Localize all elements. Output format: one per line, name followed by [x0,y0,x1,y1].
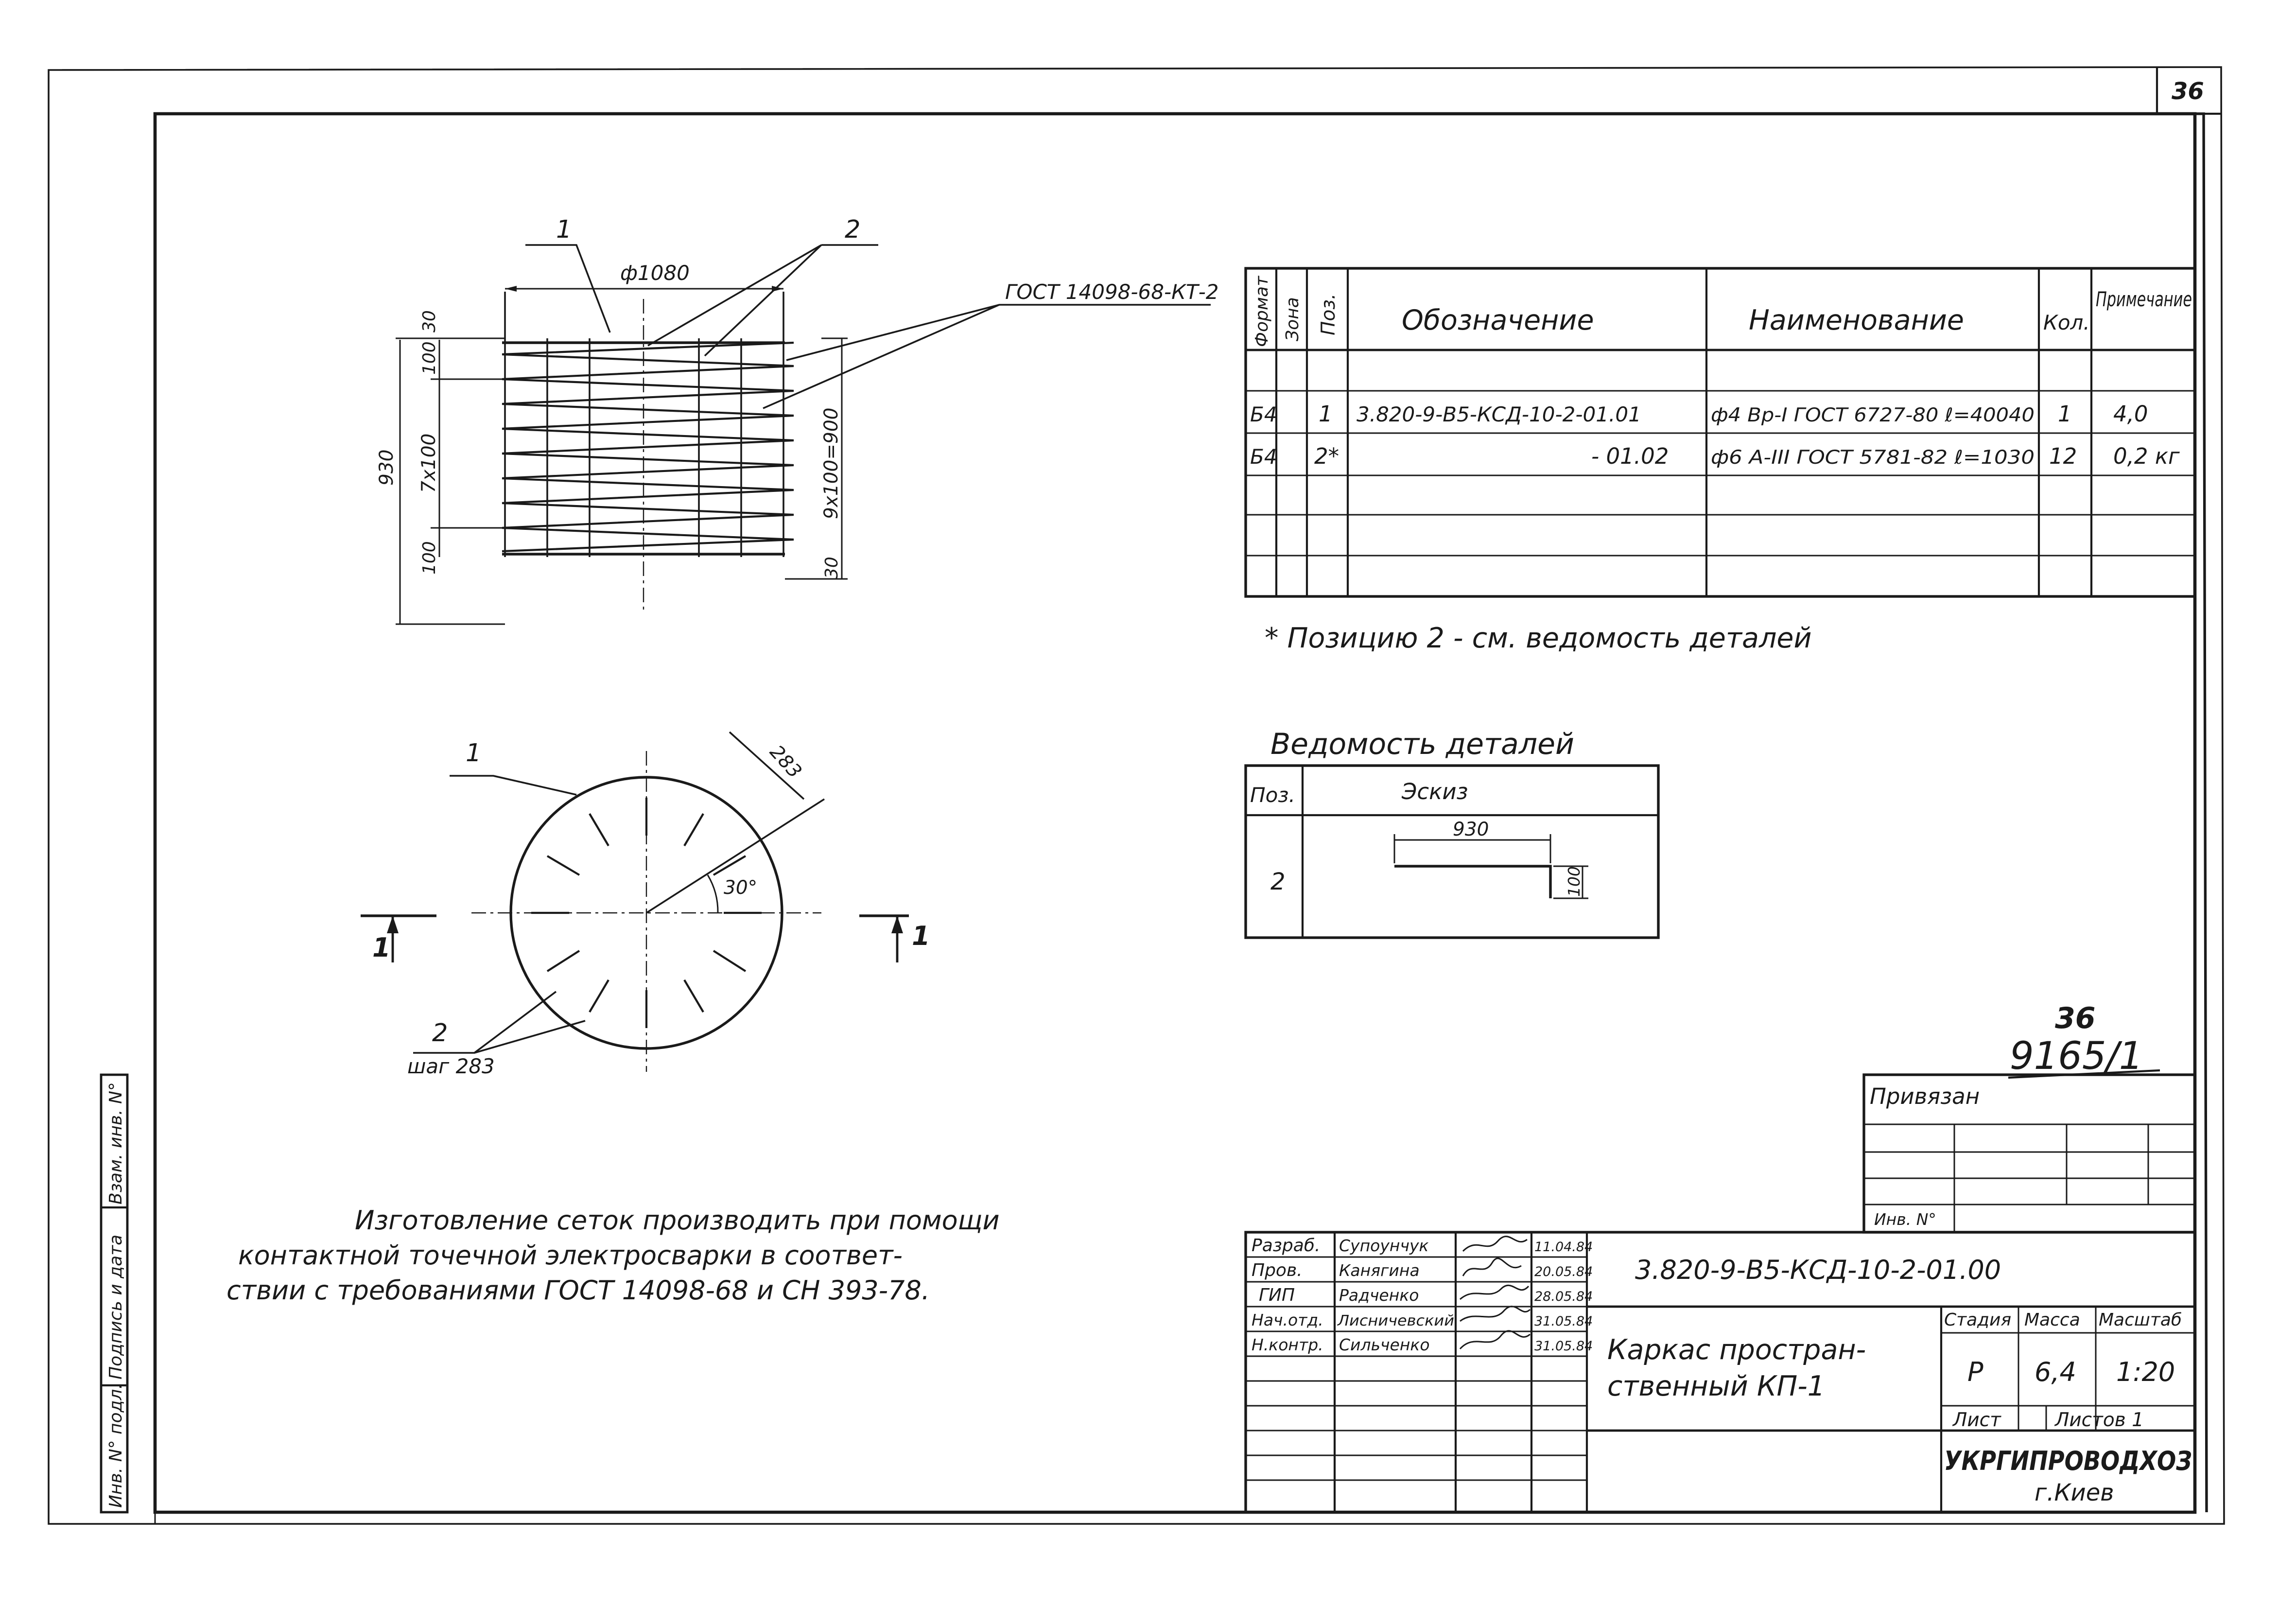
staff-date: 31.05.84 [1534,1339,1593,1354]
staff-role: Пров. [1252,1260,1303,1280]
signature-image [1460,1306,1531,1322]
staff-role: ГИП [1259,1285,1295,1305]
spec-row2-name: ф6 А-III ГОСТ 5781-82 ℓ=1030 [1711,447,2035,469]
spec-row2-pos: 2* [1314,443,1339,469]
elevation-drawing [396,244,1211,625]
notes: Изготовление сеток производить при помощ… [226,1205,1000,1306]
side-strip-podpis: Подпись и дата [106,1235,126,1380]
title-block-scale-label: Масштаб [2099,1310,2182,1330]
staff-role: Разраб. [1252,1236,1320,1256]
plan-dim-283: 283 [765,741,806,783]
spec-row1-designation: 3.820-9-В5-КСД-10-2-01.01 [1357,402,1641,426]
stamp-number-top: 36 [2055,1001,2096,1035]
spec-header-note: Примечание [2096,287,2192,311]
staff-date: 28.05.84 [1534,1289,1593,1304]
dim-30-bottom: 30 [822,557,842,579]
side-strip-inv-podl: Инв. N° подл. [106,1383,126,1508]
title-block-name-line2: ственный КП-1 [1607,1370,1825,1402]
spec-row1-name: ф4 Вр-I ГОСТ 6727-80 ℓ=40040 [1711,404,2035,426]
staff-role: Н.контр. [1252,1335,1323,1354]
title-block-mass-label: Масса [2024,1310,2080,1330]
staff-name: Канягина [1339,1261,1420,1280]
details-dim-100: 100 [1565,866,1583,897]
title-block-staff: Разраб. Супоунчук 11.04.84 Пров. Канягин… [1252,1236,1593,1354]
staff-date: 31.05.84 [1534,1314,1593,1329]
spec-row2-note: 0,2 кг [2113,443,2180,469]
title-block [1244,1231,2196,1514]
signature-image [1462,1258,1522,1276]
details-pos: 2 [1270,868,1286,895]
spec-row2-qty: 12 [2049,443,2077,469]
spec-row1-format: Б4 [1250,402,1277,426]
spec-row1-pos: 1 [1319,401,1333,427]
spec-row1-qty: 1 [2058,401,2072,427]
title-block-sheet-label: Лист [1952,1409,2001,1431]
spec-header-name: Наименование [1749,304,1964,336]
title-block-stage-label: Стадия [1944,1310,2011,1330]
staff-role: Нач.отд. [1252,1310,1323,1329]
staff-name: Супоунчук [1339,1236,1428,1255]
spec-row1-note: 4,0 [2113,401,2148,427]
details-title: Ведомость деталей [1270,727,1574,761]
signature-image [1462,1236,1528,1252]
sheet-number: 36 [2172,78,2204,105]
section-marker-left: 1 [372,932,391,963]
plan-step: шаг 283 [407,1054,495,1078]
dim-100-bottom: 100 [419,541,439,575]
spec-header-qty: Кол. [2043,311,2090,334]
spec-header-format: Формат [1252,276,1272,347]
details-table [1244,764,1660,939]
notes-line3: ствии с требованиями ГОСТ 14098-68 и СН … [226,1275,930,1306]
spec-header-pos: Поз. [1318,294,1339,335]
spec-row2-format: Б4 [1250,445,1277,469]
stamp-number-bottom: 9165/1 [2010,1034,2143,1078]
side-strip: Взам. инв. N° Подпись и дата Инв. N° под… [100,1073,129,1514]
details-dim-930: 930 [1453,819,1489,840]
binding-inv: Инв. N° [1874,1210,1936,1229]
staff-name: Сильченко [1339,1335,1430,1354]
side-strip-vzam: Взам. инв. N° [106,1082,126,1205]
details-col-sketch: Эскиз [1401,779,1468,804]
notes-line1: Изготовление сеток производить при помощ… [355,1205,1000,1236]
dim-930: 930 [376,450,398,486]
spec-row2-designation: - 01.02 [1591,443,1669,469]
spec-footnote: * Позицию 2 - см. ведомость деталей [1265,622,1812,654]
plan-angle: 30° [724,877,757,899]
spec-header-designation: Обозначение [1402,304,1594,336]
plan-drawing [361,731,909,1072]
dim-9x100: 9х100=900 [820,408,842,519]
sheet-frame [48,66,2225,1525]
title-block-sheets-label: Листов 1 [2054,1409,2144,1431]
dim-100-top: 100 [419,341,439,375]
signature-image [1459,1330,1531,1350]
title-block-org: УКРГИПРОВОДХОЗ [1944,1446,2192,1476]
notes-line2: контактной точечной электросварки в соот… [238,1240,903,1271]
title-block-stage: Р [1967,1357,1983,1387]
staff-date: 11.04.84 [1534,1240,1593,1255]
signature-image [1459,1284,1530,1300]
spec-header-zone: Зона [1283,297,1303,341]
dim-diameter: ф1080 [620,261,690,285]
staff-name: Лисничевский [1337,1312,1454,1329]
title-block-name-line1: Каркас простран- [1607,1334,1866,1366]
dim-30-top: 30 [419,310,439,332]
title-block-mass: 6,4 [2035,1357,2076,1387]
elevation-pos-2: 2 [845,215,860,244]
staff-name: Радченко [1339,1286,1419,1305]
title-block-scale: 1:20 [2116,1357,2175,1387]
plan-pos-1: 1 [466,739,481,768]
section-marker-right: 1 [912,921,930,951]
plan-pos-2: 2 [432,1019,448,1048]
title-block-code: 3.820-9-В5-КСД-10-2-01.00 [1635,1255,2001,1285]
gost-callout: ГОСТ 14098-68-КТ-2 [1005,280,1219,304]
dim-7x100: 7х100 [418,434,440,493]
spec-table [1244,267,2196,598]
title-block-city: г.Киев [2035,1479,2114,1506]
staff-date: 20.05.84 [1534,1264,1593,1279]
details-col-pos: Поз. [1250,783,1295,807]
binding-title: Привязан [1870,1083,1980,1109]
elevation-pos-1: 1 [556,215,572,244]
